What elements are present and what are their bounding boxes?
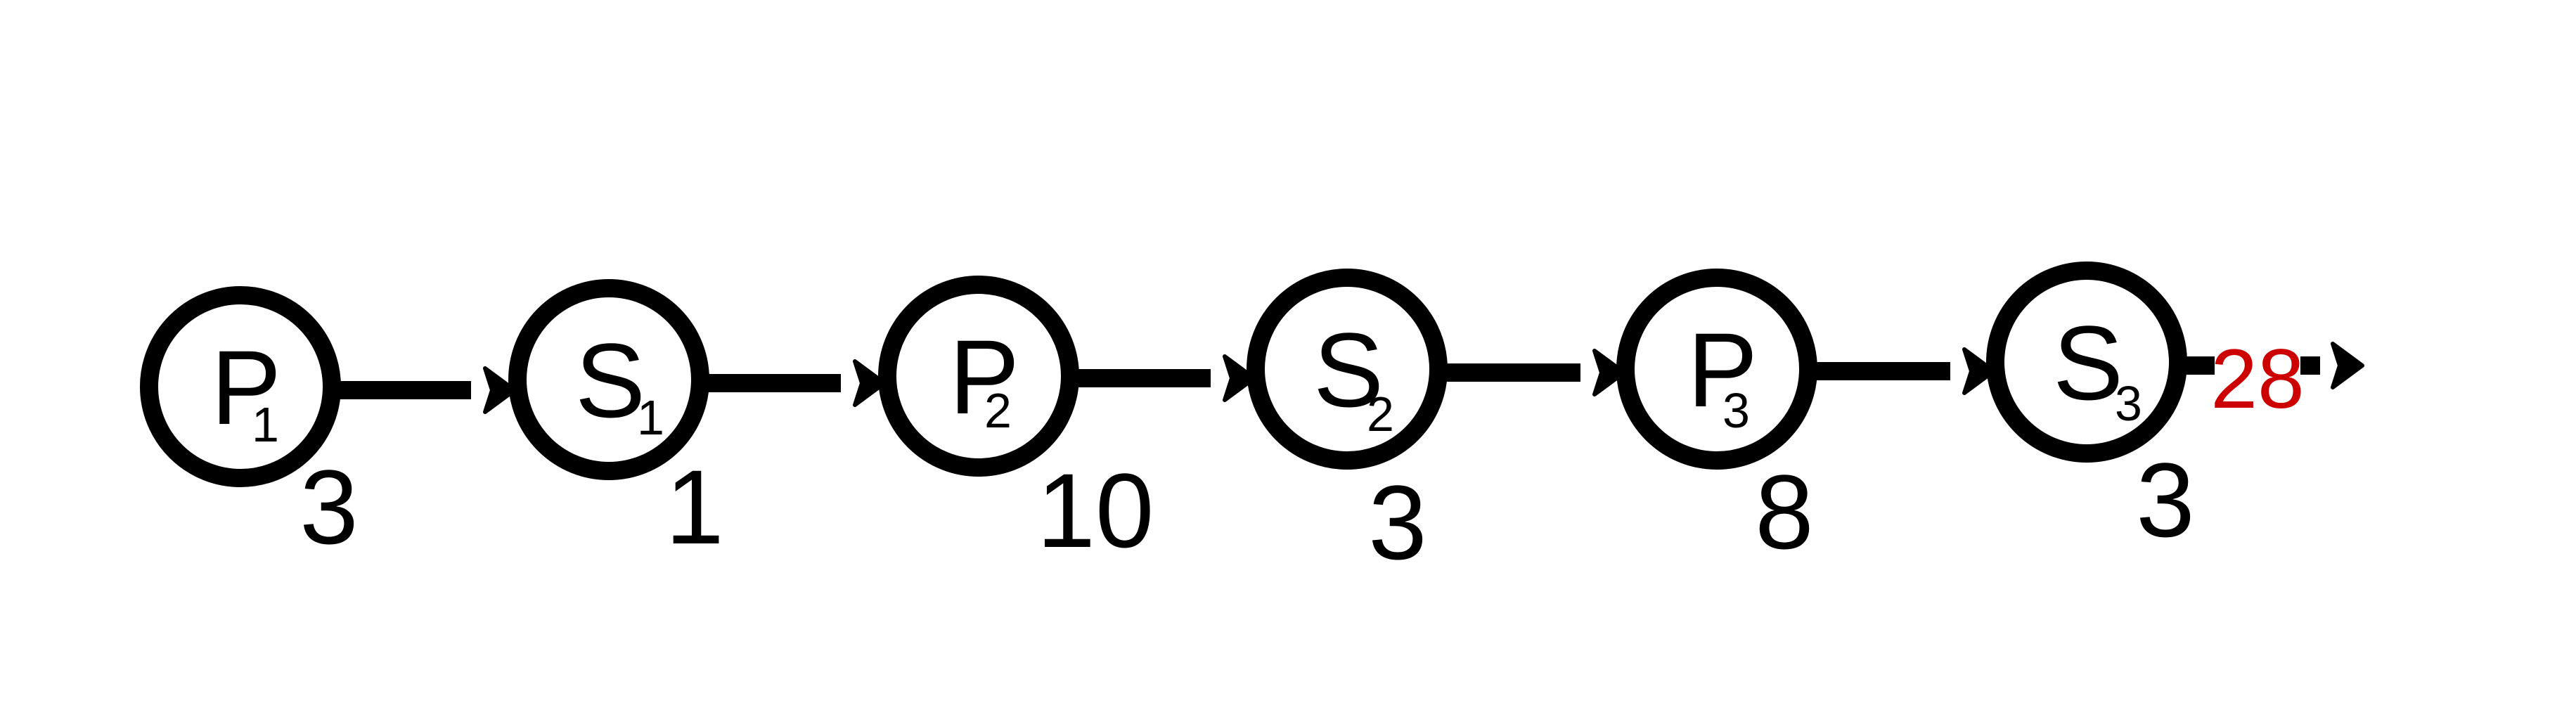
node-p1-subscript: 1 [252,397,279,452]
node-s3: S 3 3 [1986,262,2195,559]
edges [332,342,2364,414]
node-s3-weight: 3 [2136,441,2194,559]
node-p3-subscript: 3 [1722,383,1750,438]
node-s2-circle [1247,269,1448,470]
edge-p1-s1-arrowhead [483,366,517,414]
node-s1: S 1 1 [508,279,724,566]
node-p1-letter: P [211,328,281,446]
node-p1: P 1 3 [140,286,359,566]
node-s3-circle [1986,262,2187,463]
edge-p2-s2-arrowhead [1223,354,1256,402]
node-p3-circle [1616,269,1817,470]
node-p1-circle [140,286,341,487]
node-p3-letter: P [1687,311,1758,429]
total-label: 28 [2210,332,2304,426]
node-p2-weight: 10 [1037,451,1154,569]
node-s1-weight: 1 [665,448,723,566]
edge-s2-p3-arrowhead [1592,349,1626,396]
node-p3-weight: 8 [1755,453,1813,571]
node-s2-letter: S [1313,311,1384,429]
node-s1-letter: S [575,321,645,439]
edge-s3-out-arrowhead [2331,342,2364,389]
node-p2: P 2 10 [878,276,1154,569]
node-s3-subscript: 3 [2115,376,2142,431]
node-p2-letter: P [949,318,1019,436]
node-s2-subscript: 2 [1367,387,1394,441]
node-s2: S 2 3 [1247,269,1448,581]
node-p2-subscript: 2 [984,383,1012,438]
node-p3: P 3 8 [1616,269,1817,571]
node-p1-weight: 3 [300,448,358,566]
node-s3-letter: S [2053,304,2123,422]
edge-s1-p2-arrowhead [853,359,887,407]
node-p2-circle [878,276,1079,477]
node-s1-subscript: 1 [637,390,664,445]
edge-p3-s3-arrowhead [1962,347,1996,395]
node-s2-weight: 3 [1368,463,1427,581]
node-s1-circle [508,279,709,480]
